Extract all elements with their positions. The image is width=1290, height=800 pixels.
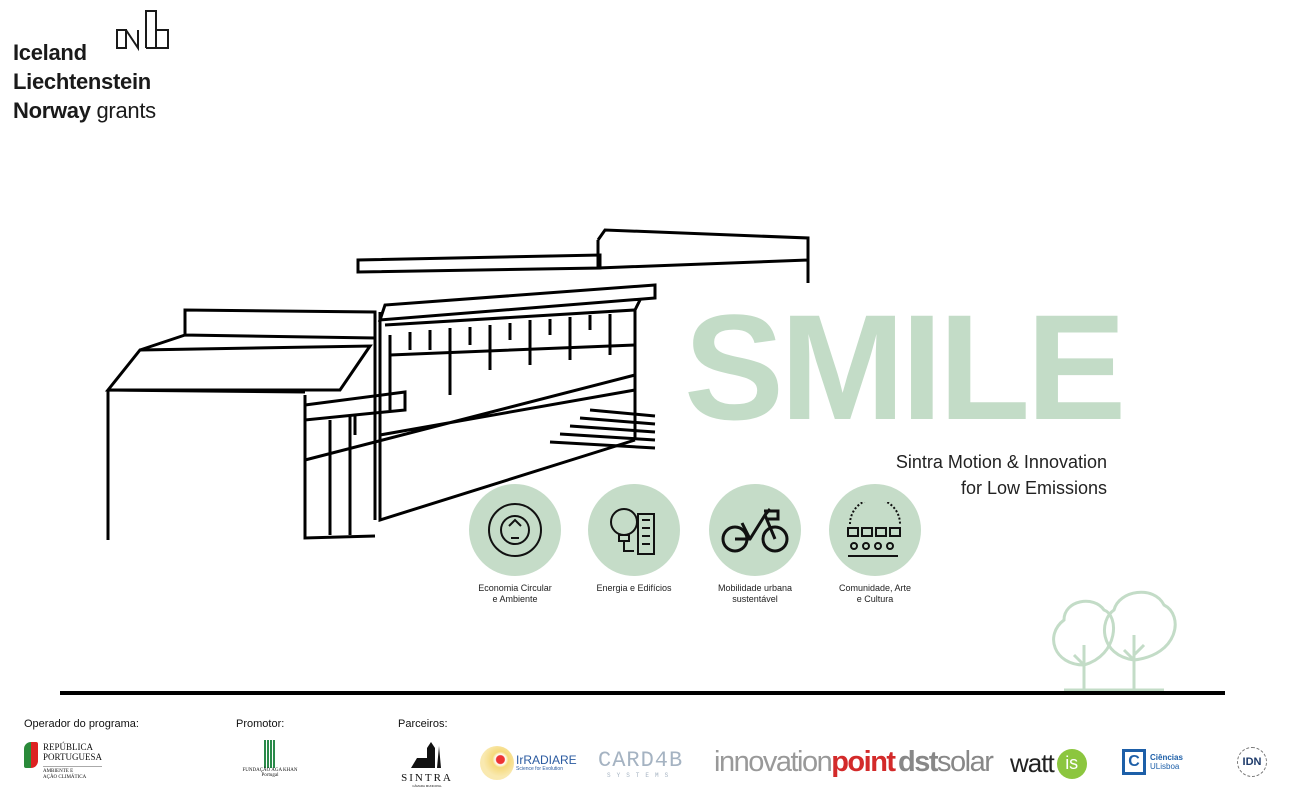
grants-wordmark: Iceland Liechtenstein Norway grants [13, 38, 156, 125]
operator-label: Operador do programa: [24, 718, 139, 730]
partners-label: Parceiros: [398, 718, 448, 730]
logo-text: innovation [714, 746, 833, 778]
wattis-logo: watt is [1010, 748, 1087, 779]
theme-label: Economia Circular [478, 583, 552, 593]
grants-logo-icon [116, 10, 169, 52]
idn-logo: IDN [1237, 747, 1267, 777]
grants-line: Norway grants [13, 96, 156, 125]
logo-text: Portugal [261, 773, 279, 778]
theme-label: e Ambiente [492, 594, 538, 604]
theme-label: Comunidade, Arte [838, 583, 912, 593]
flag-icon [24, 742, 38, 768]
innovationpoint-logo: innovationpoint [714, 746, 896, 779]
logo-text: ULisboa [1150, 762, 1180, 771]
promoter-label: Promotor: [236, 718, 285, 730]
subtitle-line: Sintra Motion & Innovation [895, 452, 1107, 472]
sintra-logo: SINTRA CÂMARA MUNICIPAL [400, 742, 454, 788]
logo-text: watt [1010, 748, 1055, 778]
trees-icon [1052, 590, 1177, 692]
ciencias-c-icon: C [1122, 749, 1146, 775]
logo-text: IrRADIARE [516, 753, 577, 767]
logo-text: point [831, 746, 896, 778]
sintra-palace-icon [411, 742, 441, 768]
logo-text: Ciências [1150, 753, 1183, 762]
theme-label: sustentável [732, 594, 778, 604]
logo-text: FUNDAÇÃO AGA KHAN [242, 768, 298, 773]
energy-building-icon [588, 484, 680, 576]
project-subtitle: Sintra Motion & Innovation for Low Emiss… [800, 449, 1107, 501]
recycle-icon [469, 484, 561, 576]
grants-grants: grants [96, 98, 156, 123]
dstsolar-logo: dstsolar [898, 746, 994, 779]
card4b-logo: CARD4B SYSTEMS [598, 748, 684, 780]
logo-text: is [1056, 748, 1087, 779]
divider [60, 691, 1225, 695]
logo-text: solar [937, 746, 994, 778]
community-icon [829, 484, 921, 576]
bicycle-icon [709, 484, 801, 576]
logo-text: CARD4B [598, 748, 684, 773]
building-illustration [104, 228, 810, 540]
project-title: SMILE [684, 283, 1126, 451]
aga-khan-icon [264, 740, 276, 768]
aga-khan-logo: FUNDAÇÃO AGA KHAN Portugal [232, 740, 308, 778]
logo-subtext: AMBIENTE E [43, 769, 74, 774]
logo-subtext: SYSTEMS [607, 772, 675, 779]
logo-text: PORTUGUESA [43, 752, 102, 762]
sun-icon [480, 746, 514, 780]
logo-text: SINTRA [401, 772, 453, 784]
theme-label: e Cultura [856, 594, 894, 604]
theme-energy: Energia e Edifícios [569, 484, 699, 594]
logo-subtext: AÇÃO CLIMÁTICA [43, 775, 87, 780]
theme-label: Energia e Edifícios [596, 583, 672, 593]
logo-text: REPÚBLICA [43, 742, 94, 752]
logo-text: dst [898, 746, 939, 778]
logo-subtext: Science for Evolution [516, 766, 563, 772]
theme-label: Mobilidade urbana [717, 583, 793, 593]
grants-line: Iceland [13, 40, 87, 65]
grants-line: Liechtenstein [13, 69, 151, 94]
subtitle-line: for Low Emissions [960, 478, 1107, 498]
logo-subtext: CÂMARA MUNICIPAL [412, 784, 442, 788]
grants-norway: Norway [13, 98, 91, 123]
